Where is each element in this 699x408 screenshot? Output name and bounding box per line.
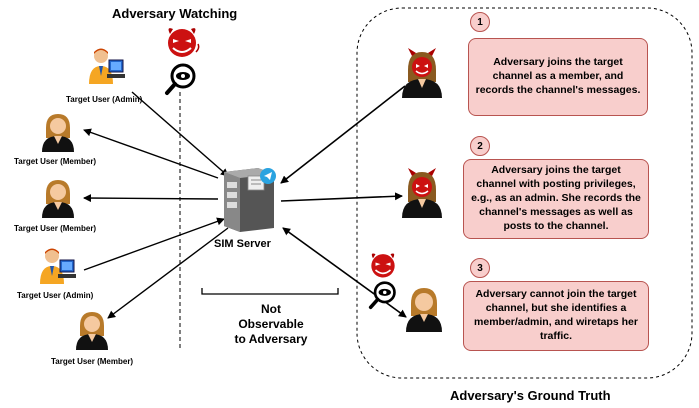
arrow-user5 <box>107 227 229 319</box>
server-label: SIM Server <box>214 238 271 250</box>
not-observable-line: Not <box>261 302 281 316</box>
adversary-devil-woman-icon <box>400 48 444 98</box>
arrow-user1 <box>131 91 229 177</box>
devil-icon <box>168 28 200 57</box>
arrow-user2 <box>83 128 219 179</box>
adversary-watching-title: Adversary Watching <box>112 6 238 21</box>
scenario-number-badge: 1 <box>470 12 490 32</box>
member-user-icon <box>40 178 76 218</box>
user-label: Target User (Member) <box>14 157 97 166</box>
not-observable-label: Not Observable to Adversary <box>221 302 321 347</box>
magnifier-eye-icon <box>165 63 196 95</box>
scenario-box: Adversary joins the target channel as a … <box>468 38 648 116</box>
not-observable-line: Observable <box>238 317 304 331</box>
adversary-devil-woman-icon <box>400 168 444 218</box>
scenario-number-badge: 3 <box>470 258 490 278</box>
not-observable-brace <box>201 288 339 295</box>
arrow-user4 <box>83 217 225 271</box>
scenario-box: Adversary joins the target channel with … <box>463 159 649 239</box>
member-user-icon <box>74 310 110 350</box>
ground-truth-region <box>356 7 693 379</box>
arrow-user3 <box>83 194 219 203</box>
scenario-box: Adversary cannot join the target channel… <box>463 281 649 351</box>
not-observable-line: to Adversary <box>234 332 308 346</box>
admin-user-icon <box>38 246 78 286</box>
scenario-number-badge: 2 <box>470 136 490 156</box>
ground-truth-title: Adversary's Ground Truth <box>450 388 611 403</box>
admin-user-icon <box>87 46 127 86</box>
arrow-adv1 <box>280 85 406 184</box>
member-user-icon <box>40 112 76 152</box>
devil-icon <box>371 253 395 278</box>
user-label: Target User (Member) <box>14 224 97 233</box>
arrow-adv2 <box>280 192 403 202</box>
magnifier-eye-icon <box>368 281 396 310</box>
user-label: Target User (Member) <box>51 357 134 366</box>
server-icon <box>218 162 280 234</box>
target-member-woman-icon <box>404 286 444 332</box>
user-label: Target User (Admin) <box>17 291 94 300</box>
user-label: Target User (Admin) <box>66 95 143 104</box>
